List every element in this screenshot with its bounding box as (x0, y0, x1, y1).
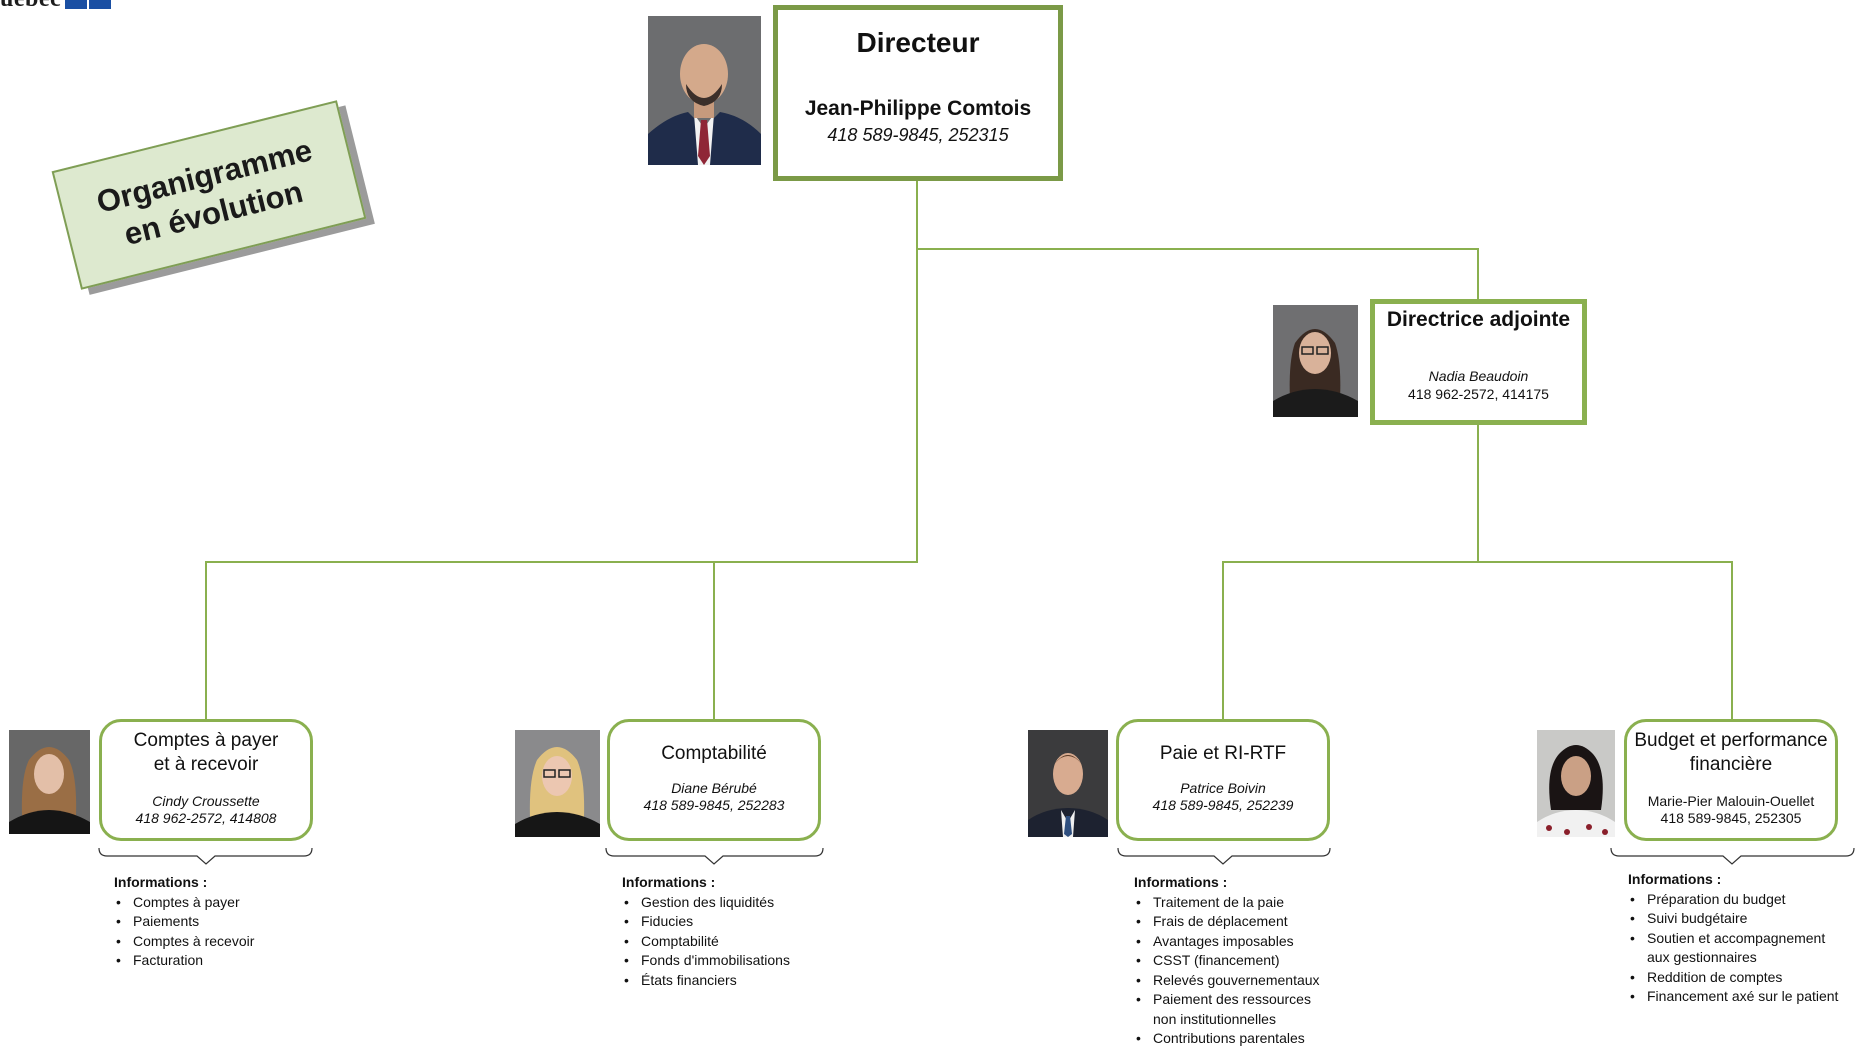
info-list: Gestion des liquidités Fiducies Comptabi… (622, 893, 852, 991)
deputy-box: Directrice adjointe Nadia Beaudoin 418 9… (1370, 299, 1587, 425)
department-photo-comptabilite (515, 730, 600, 837)
department-info-budget: Informations : Préparation du budget Sui… (1628, 870, 1848, 1007)
department-photo-paie (1028, 730, 1108, 837)
list-item: Comptes à recevoir (114, 932, 334, 952)
list-item: Paiement des ressources non institutionn… (1134, 990, 1334, 1029)
department-person-phone: 418 589-9845, 252239 (1152, 797, 1294, 813)
department-photo-budget (1537, 730, 1615, 837)
list-item: Relevés gouvernementaux (1134, 971, 1334, 991)
logo-text: uébec (0, 0, 61, 13)
deputy-name: Nadia Beaudoin (1428, 368, 1529, 384)
department-title-line1: Paie et RI-RTF (1159, 743, 1287, 764)
director-title: Directeur (856, 27, 980, 58)
quebec-logo: uébec (0, 0, 112, 13)
department-person-phone: 418 589-9845, 252305 (1660, 810, 1802, 826)
department-person-phone: 418 962-2572, 414808 (135, 810, 277, 826)
list-item: Paiements (114, 912, 334, 932)
department-box-comptabilite: Comptabilité Diane Bérubé 418 589-9845, … (607, 719, 821, 841)
brace-budget (1610, 847, 1855, 865)
info-heading: Informations : (622, 874, 716, 890)
deputy-title: Directrice adjointe (1386, 308, 1571, 331)
deputy-phone: 418 962-2572, 414175 (1408, 386, 1549, 402)
list-item: Gestion des liquidités (622, 893, 852, 913)
list-item: Comptabilité (622, 932, 852, 952)
list-item: Comptes à payer (114, 893, 334, 913)
department-person-phone: 418 589-9845, 252283 (643, 797, 785, 813)
department-person-name: Patrice Boivin (1180, 780, 1266, 796)
info-heading: Informations : (1628, 871, 1722, 887)
info-heading: Informations : (1134, 874, 1228, 890)
department-photo-comptes (9, 730, 90, 834)
connector-deputy-right (1222, 424, 1479, 719)
deputy-photo (1273, 305, 1358, 417)
info-list: Préparation du budget Suivi budgétaire S… (1628, 890, 1848, 1007)
info-list: Traitement de la paie Frais de déplaceme… (1134, 893, 1334, 1049)
list-item: Avantages imposables (1134, 932, 1334, 952)
list-item: Soutien et accompagnement aux gestionnai… (1628, 929, 1848, 968)
connector-director-left (205, 249, 918, 719)
department-title-line2: financière (1689, 754, 1773, 775)
list-item: Facturation (114, 951, 334, 971)
department-info-comptabilite: Informations : Gestion des liquidités Fi… (622, 873, 852, 990)
info-heading: Informations : (114, 874, 208, 890)
brace-paie (1117, 847, 1331, 865)
department-box-paie: Paie et RI-RTF Patrice Boivin 418 589-98… (1116, 719, 1330, 841)
director-phone: 418 589-9845, 252315 (827, 125, 1009, 145)
list-item: CSST (financement) (1134, 951, 1334, 971)
brace-comptes (98, 847, 313, 865)
department-title-line2: et à recevoir (153, 754, 259, 775)
list-item: Reddition de comptes (1628, 968, 1848, 988)
director-name: Jean-Philippe Comtois (804, 97, 1032, 120)
list-item: Préparation du budget (1628, 890, 1848, 910)
department-info-paie: Informations : Traitement de la paie Fra… (1134, 873, 1334, 1049)
director-box: Directeur Jean-Philippe Comtois 418 589-… (773, 5, 1063, 181)
department-box-comptes: Comptes à payer et à recevoir Cindy Crou… (99, 719, 313, 841)
list-item: Financement axé sur le patient (1628, 987, 1848, 1007)
department-person-name: Diane Bérubé (671, 780, 757, 796)
list-item: Fiducies (622, 912, 852, 932)
department-title-line1: Comptes à payer (133, 730, 279, 751)
info-list: Comptes à payer Paiements Comptes à rece… (114, 893, 334, 971)
department-title-line1: Comptabilité (661, 743, 767, 764)
list-item: États financiers (622, 971, 852, 991)
department-box-budget: Budget et performance financière Marie-P… (1624, 719, 1838, 841)
list-item: Suivi budgétaire (1628, 909, 1848, 929)
department-person-name: Cindy Croussette (152, 793, 260, 809)
list-item: Frais de déplacement (1134, 912, 1334, 932)
fleur-de-lis-flag-icon (65, 0, 112, 9)
list-item: Contributions parentales (1134, 1029, 1334, 1049)
list-item: Traitement de la paie (1134, 893, 1334, 913)
department-info-comptes: Informations : Comptes à payer Paiements… (114, 873, 334, 971)
connector-budget (1478, 561, 1733, 719)
department-person-name: Marie-Pier Malouin-Ouellet (1647, 793, 1815, 809)
director-photo (648, 16, 761, 165)
department-title-line1: Budget et performance (1634, 730, 1828, 751)
brace-comptabilite (605, 847, 824, 865)
list-item: Fonds d'immobilisations (622, 951, 852, 971)
connector-director-deputy (916, 179, 1479, 300)
